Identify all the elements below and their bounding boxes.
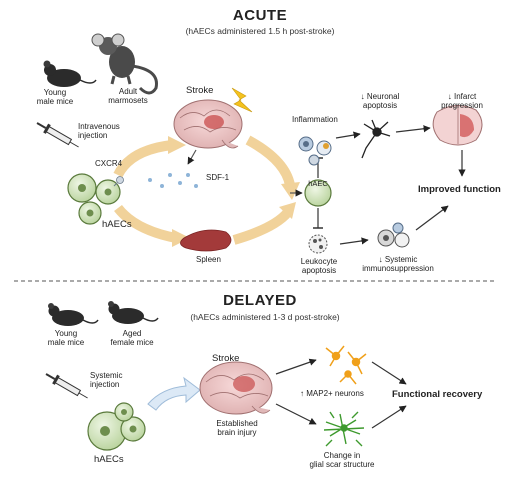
coronal-brain-section [432, 105, 483, 146]
migration-arrows [113, 135, 300, 247]
sdf1-label: SDF-1 [206, 173, 230, 182]
acute-stroke-label: Stroke [186, 85, 214, 96]
leukocyte-apoptosis-label: Leukocyte apoptosis [300, 257, 338, 275]
delivery-arrow [147, 376, 201, 411]
established-injury-label: Established brain injury [216, 419, 258, 437]
acute-animal-1-label: Young male mice [36, 88, 74, 106]
inflammation-label: Inflammation [292, 115, 338, 124]
infarct-progression-label: ↓ Infarct progression [441, 92, 483, 110]
glial-scar-label: Change in glial scar structure [309, 451, 375, 469]
acute-subtitle: (hAECs administered 1.5 h post-stroke) [185, 26, 335, 36]
syringe-icon [36, 122, 79, 148]
hub-cell-label: hAEC [308, 179, 328, 188]
acute-injection-label: Intravenous injection [78, 122, 120, 140]
hAEC-cell-cluster [67, 173, 124, 225]
spleen-label: Spleen [196, 255, 221, 264]
aged-mouse-icon [108, 301, 159, 324]
map2-neurons-label: ↑ MAP2+ neurons [300, 389, 364, 398]
delayed-title: DELAYED [223, 292, 297, 309]
syringe-icon [45, 373, 88, 399]
brain-illustration [173, 99, 243, 149]
map2-neurons-icon [325, 345, 367, 385]
cxcr4-label: CXCR4 [95, 159, 123, 168]
delayed-cells-label: hAECs [94, 454, 124, 465]
inflammation-cells [298, 136, 332, 166]
mouse-icon [48, 303, 99, 326]
glial-scar-icon [323, 411, 365, 447]
marmoset-icon [91, 33, 158, 95]
leukocyte-apoptosis-icon [308, 234, 328, 254]
hAEC-cell-cluster [87, 402, 146, 451]
functional-recovery-label: Functional recovery [392, 389, 483, 400]
hAEC-hub-cell [304, 179, 332, 207]
spleen-illustration [180, 229, 232, 252]
delayed-animal-2-label: Aged female mice [110, 329, 154, 347]
delayed-injection-label: Systemic injection [90, 371, 123, 389]
mouse-icon [43, 60, 97, 87]
delayed-subtitle: (hAECs administered 1-3 d post-stroke) [190, 312, 340, 322]
acute-cells-label: hAECs [102, 219, 132, 230]
improved-function-label: Improved function [418, 184, 501, 195]
delayed-stroke-label: Stroke [212, 353, 240, 364]
neuron-icon [361, 119, 391, 159]
brain-illustration [199, 361, 273, 415]
immunosuppression-cells [377, 222, 410, 248]
acute-animal-2-label: Adult marmosets [108, 87, 148, 105]
delayed-animal-1-label: Young male mice [47, 329, 85, 347]
systemic-immunosuppression-label: ↓ Systemic immunosuppression [362, 255, 434, 273]
neuronal-apoptosis-label: ↓ Neuronal apoptosis [360, 92, 400, 110]
lightning-icon [231, 87, 253, 113]
sdf1-particles [148, 173, 198, 188]
acute-title: ACUTE [232, 7, 288, 24]
